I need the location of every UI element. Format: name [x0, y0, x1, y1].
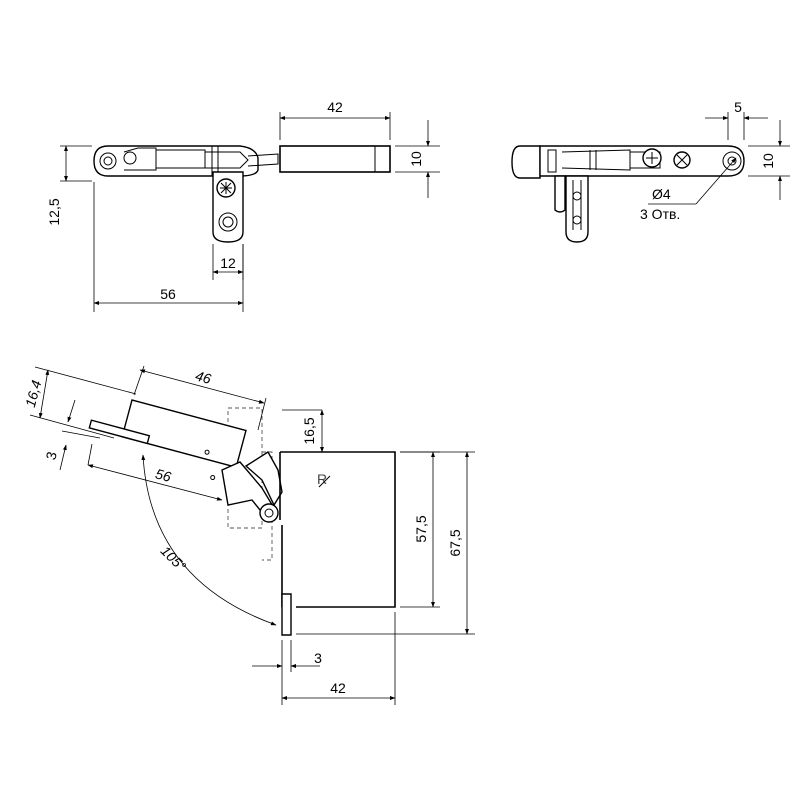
- front-view: R 46 16,4 3 56 105° 16,5 57,: [22, 365, 475, 705]
- hole-diameter-label: Ø4: [652, 186, 671, 202]
- cup-block: [279, 145, 391, 173]
- marking-r: R: [317, 471, 327, 487]
- dim-offset-3-left: 3: [42, 450, 60, 462]
- top-right-view: 5 10 Ø4 3 Отв.: [511, 99, 790, 243]
- hole-count-label: 3 Отв.: [640, 206, 680, 222]
- hinge-arm: [93, 145, 279, 177]
- dim-height-10-side: 10: [760, 153, 776, 169]
- dim-width-42: 42: [327, 99, 343, 115]
- dim-plate-12: 12: [220, 255, 236, 271]
- dim-arm-46: 46: [194, 367, 213, 387]
- dim-offset-5: 5: [734, 99, 742, 115]
- dim-length-56-angled: 56: [154, 465, 173, 485]
- dim-length-56: 56: [160, 286, 176, 302]
- dim-thickness-16-4: 16,4: [22, 378, 45, 409]
- dim-top-16-5: 16,5: [301, 417, 317, 444]
- tilted-arm: [88, 399, 247, 481]
- top-left-view: 42 10 12,5 12 56: [46, 99, 440, 312]
- dim-height-10: 10: [408, 151, 424, 167]
- dim-total-height-67-5: 67,5: [447, 529, 463, 556]
- mounting-plate: [212, 171, 244, 243]
- angle-105: 105°: [158, 543, 190, 575]
- dim-door-offset-3: 3: [314, 650, 322, 666]
- side-hinge-body: [511, 145, 745, 179]
- cup-housing: R: [279, 451, 396, 636]
- dim-width-42-bottom: 42: [330, 680, 346, 696]
- dim-offset-12-5: 12,5: [46, 198, 62, 225]
- dim-inner-height-57-5: 57,5: [413, 515, 429, 542]
- side-mounting-plate: [554, 175, 589, 243]
